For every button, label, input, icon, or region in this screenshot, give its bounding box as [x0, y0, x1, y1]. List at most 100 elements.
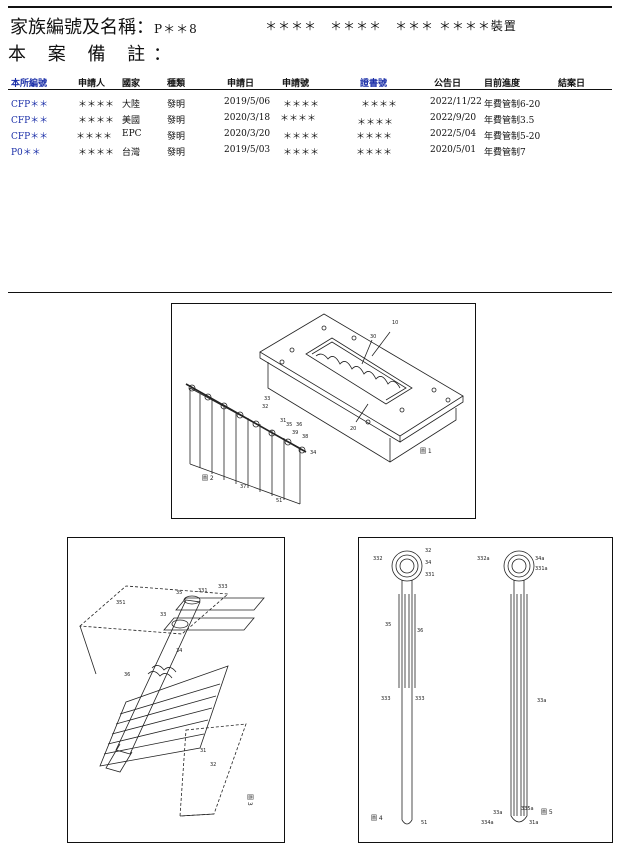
figure-1-2-panel: 10 30 20 33 32 31 34 38 39 35 36 37 51 圖…: [171, 303, 476, 519]
row-country: EPC: [122, 129, 142, 139]
row-filed: 2019/5/03: [224, 145, 271, 155]
fig5-ref: 331a: [535, 566, 548, 572]
row-applicant: ＊＊＊＊: [76, 132, 113, 142]
fig2-ref: 31: [280, 418, 286, 424]
fig3-ref: 333: [218, 584, 228, 590]
fig5-ref: 334a: [481, 820, 494, 826]
fig3-ref: 35: [176, 590, 182, 596]
fig4-ref: 331: [425, 572, 435, 578]
row-pub-date: 2022/11/22: [430, 97, 482, 107]
fig5-ref: 33a: [493, 810, 502, 816]
col-filed: 申請日: [227, 79, 255, 89]
row-app-no: ＊＊＊＊: [280, 114, 317, 124]
fig2-ref: 38: [302, 434, 308, 440]
fig4-ref: 333: [415, 696, 425, 702]
header-rule: [8, 89, 612, 90]
fig3-ref: 331: [198, 588, 208, 594]
row-type: 發明: [167, 148, 186, 158]
row-filed: 2020/3/20: [224, 129, 271, 139]
row-office-no[interactable]: P0＊＊: [11, 148, 41, 158]
fig5-ref: 33a: [537, 698, 546, 704]
row-pub-date: 2022/5/04: [430, 129, 477, 139]
fig2-ref: 32: [262, 404, 268, 410]
family-name: ＊＊＊＊ ＊＊＊＊ ＊＊＊ ＊＊＊＊裝置: [265, 19, 517, 33]
col-country: 國家: [122, 79, 141, 89]
figure-4-5-panel: 332 32 34 331 35 36 333 333 51 332a 34a …: [358, 537, 613, 843]
row-applicant: ＊＊＊＊: [78, 100, 115, 110]
fig5-label: 圖 5: [541, 809, 553, 816]
fig3-ref: 33: [160, 612, 166, 618]
fig2-ref: 36: [296, 422, 302, 428]
row-applicant: ＊＊＊＊: [78, 148, 115, 158]
row-office-no[interactable]: CFP＊＊: [11, 100, 49, 110]
row-applicant: ＊＊＊＊: [78, 116, 115, 126]
top-rule: [8, 6, 612, 8]
fig3-ref: 351: [116, 600, 126, 606]
row-status: 年費管制7: [484, 148, 526, 158]
fig2-ref: 34: [310, 450, 316, 456]
row-type: 發明: [167, 132, 186, 142]
row-app-no: ＊＊＊＊: [283, 100, 320, 110]
row-filed: 2019/5/06: [224, 97, 271, 107]
fig5-ref: 31a: [529, 820, 538, 826]
fig2-ref: 51: [276, 498, 282, 504]
row-office-no[interactable]: CFP＊＊: [11, 116, 49, 126]
row-status: 年費管制6-20: [484, 100, 541, 110]
fig5-ref: 332a: [477, 556, 490, 562]
col-closed: 結案日: [558, 79, 586, 89]
fig1-ref: 30: [370, 334, 376, 340]
fig3-ref: 36: [124, 672, 130, 678]
col-office-no[interactable]: 本所編號: [11, 79, 48, 89]
fig3-ref: 32: [210, 762, 216, 768]
fig2-label: 圖 2: [202, 475, 214, 482]
row-country: 大陸: [122, 100, 141, 110]
fig1-ref: 20: [350, 426, 356, 432]
row-pub-date: 2022/9/20: [430, 113, 477, 123]
row-type: 發明: [167, 100, 186, 110]
fig5-ref: 335a: [521, 806, 534, 812]
fig2-ref: 39: [292, 430, 298, 436]
fig4-ref: 332: [373, 556, 383, 562]
fig2-ref: 35: [286, 422, 292, 428]
row-cert-no: ＊＊＊＊: [357, 118, 394, 128]
fig3-ref: 31: [200, 748, 206, 754]
family-title: 家族編號及名稱：P＊＊8 ＊＊＊＊ ＊＊＊＊ ＊＊＊ ＊＊＊＊裝置: [10, 13, 516, 39]
row-country: 台灣: [122, 148, 141, 158]
fig3-label: 圖 3: [246, 794, 253, 806]
remarks-label: 本 案 備 註：: [8, 44, 180, 65]
col-applicant: 申請人: [78, 79, 106, 89]
fig2-ref: 33: [264, 396, 270, 402]
col-status: 目前進度: [484, 79, 521, 89]
section-rule: [8, 292, 612, 293]
row-cert-no: ＊＊＊＊: [356, 148, 393, 158]
fig4-ref: 35: [385, 622, 391, 628]
row-country: 美國: [122, 116, 141, 126]
row-office-no[interactable]: CFP＊＊: [11, 132, 49, 142]
fig5-ref: 34a: [535, 556, 544, 562]
row-status: 年費管制3.5: [484, 116, 535, 126]
col-type: 種類: [167, 79, 186, 89]
fig4-label: 圖 4: [371, 815, 383, 822]
row-filed: 2020/3/18: [224, 113, 271, 123]
fig4-ref: 34: [425, 560, 431, 566]
col-cert-no[interactable]: 證書號: [360, 79, 388, 89]
figure-3-panel: 351 35 33 331 333 34 36 31 32 圖 3: [67, 537, 285, 843]
fig1-label: 圖 1: [420, 448, 432, 455]
col-app-no: 申請號: [282, 79, 310, 89]
row-pub-date: 2020/5/01: [430, 145, 477, 155]
figure-3-drawing: 351 35 33 331 333 34 36 31 32 圖 3: [79, 584, 265, 817]
col-pub-date: 公告日: [434, 79, 462, 89]
fig4-ref: 51: [421, 820, 427, 826]
row-app-no: ＊＊＊＊: [283, 132, 320, 142]
fig3-ref: 34: [176, 648, 182, 654]
row-cert-no: ＊＊＊＊: [356, 132, 393, 142]
figure-1-2-drawing: 10 30 20 33 32 31 34 38 39 35 36 37 51 圖…: [185, 313, 464, 505]
figure-4-5-drawing: 332 32 34 331 35 36 333 333 51 332a 34a …: [371, 548, 553, 826]
fig2-ref: 37: [240, 484, 246, 490]
row-app-no: ＊＊＊＊: [283, 148, 320, 158]
fig4-ref: 333: [381, 696, 391, 702]
row-type: 發明: [167, 116, 186, 126]
row-cert-no: ＊＊＊＊: [361, 100, 398, 110]
fig4-ref: 32: [425, 548, 431, 554]
row-status: 年費管制5-20: [484, 132, 541, 142]
